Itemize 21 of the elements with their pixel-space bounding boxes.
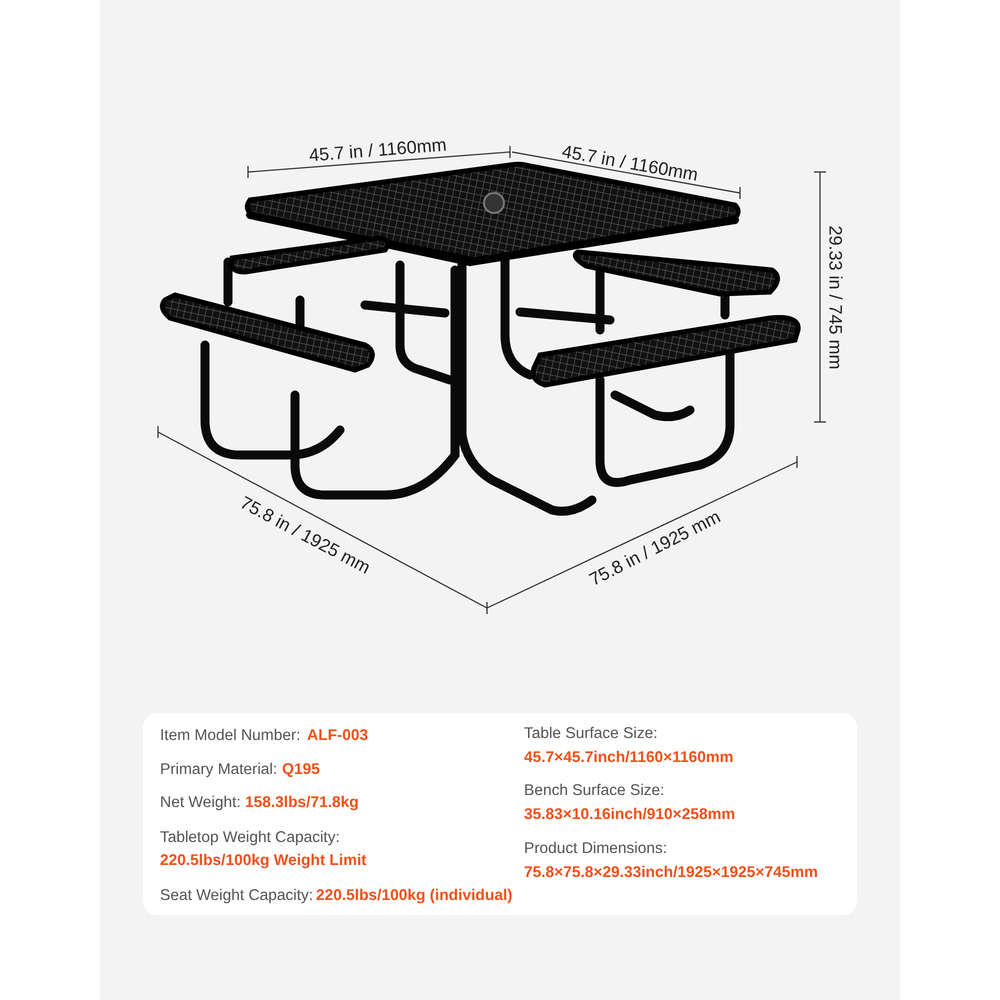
dimension-label: 45.7 in / 1160mm xyxy=(308,134,448,166)
dimension-label: 75.8 in / 1925 mm xyxy=(236,492,374,578)
dimension-label: 45.7 in / 1160mm xyxy=(560,140,700,186)
spec-value: 220.5lbs/100kg Weight Limit xyxy=(160,852,366,870)
spec-value: 158.3lbs/71.8kg xyxy=(245,794,359,812)
spec-label: Primary Material: xyxy=(160,761,278,779)
spec-label: Product Dimensions: xyxy=(524,840,668,858)
dimension-label: 29.33 in / 745 mm xyxy=(824,224,846,370)
spec-label: Bench Surface Size: xyxy=(524,782,664,800)
spec-value: ALF-003 xyxy=(307,727,368,745)
spec-label: Item Model Number: xyxy=(160,727,300,745)
spec-value: 45.7×45.7inch/1160×1160mm xyxy=(524,749,734,767)
spec-value: 220.5lbs/100kg (individual) xyxy=(316,887,512,905)
spec-value: 75.8×75.8×29.33inch/1925×1925×745mm xyxy=(524,864,818,882)
spec-label: Seat Weight Capacity: xyxy=(160,887,314,905)
spec-value: Q195 xyxy=(282,761,320,779)
spec-value: 35.83×10.16inch/910×258mm xyxy=(524,806,736,824)
spec-label: Tabletop Weight Capacity: xyxy=(160,829,340,847)
spec-label: Net Weight: xyxy=(160,794,241,812)
spec-label: Table Surface Size: xyxy=(524,725,658,743)
dimension-label: 75.8 in / 1925 mm xyxy=(586,506,724,590)
